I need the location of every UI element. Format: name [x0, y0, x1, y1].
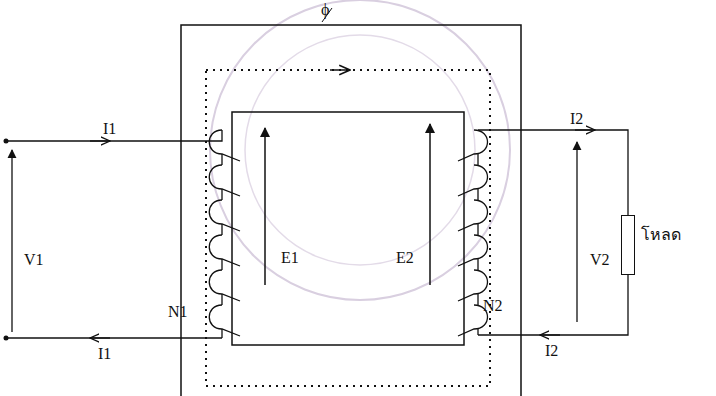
current-arrow [90, 140, 110, 141]
voltage-label: V2 [590, 252, 610, 268]
coil-turn [221, 224, 222, 235]
emf-arrow [429, 124, 431, 285]
coil-turn [477, 189, 478, 200]
coil-turn [458, 200, 488, 231]
coil-turn [209, 200, 240, 231]
emf-label: E2 [396, 250, 414, 266]
terminal [4, 336, 9, 341]
terminal [4, 139, 9, 144]
voltage-label: V1 [24, 252, 44, 268]
secondary-wire [478, 275, 628, 335]
coil-turn [209, 130, 240, 161]
turns-label: N1 [168, 304, 188, 320]
coil-turn [477, 294, 478, 305]
primary-wire [6, 337, 222, 338]
current-label: I2 [545, 343, 558, 359]
flux-arrow [330, 69, 350, 71]
coil-turn [221, 294, 222, 305]
coil-turn [221, 259, 222, 270]
coil-turn [458, 165, 488, 196]
coil-turn [209, 235, 240, 266]
coil-turn [221, 154, 222, 165]
coil-turn [209, 305, 240, 336]
voltage-arrow [576, 142, 577, 322]
coil-turn [477, 154, 478, 165]
coil-turn [477, 329, 478, 335]
secondary-wire [478, 130, 628, 215]
current-arrow [540, 334, 560, 335]
coil-turn [458, 235, 488, 266]
current-arrow [575, 129, 595, 130]
current-label: I1 [98, 346, 111, 362]
core-outer [181, 25, 521, 396]
coil-turn [221, 189, 222, 200]
load-label: โหลด [641, 227, 681, 243]
flux-symbol: ϕ [321, 2, 329, 18]
current-label: I1 [103, 121, 116, 137]
current-label: I2 [570, 111, 583, 127]
emf-arrow [264, 128, 266, 285]
coil-turn [209, 165, 240, 196]
coil-turn [477, 224, 478, 235]
coil-turn [458, 130, 488, 161]
current-arrow [90, 337, 110, 338]
voltage-arrow [11, 150, 12, 332]
coil-windings [209, 130, 487, 338]
coil-turn [458, 270, 488, 301]
coil-turn [209, 270, 240, 301]
turns-label: N2 [483, 298, 503, 314]
emf-label: E1 [281, 250, 299, 266]
load-resistor: โหลด [621, 215, 635, 275]
watermark [210, 0, 510, 300]
flux-path [206, 70, 490, 386]
core-window [232, 112, 464, 345]
coil-turn [221, 329, 222, 338]
coil-turn [477, 259, 478, 270]
